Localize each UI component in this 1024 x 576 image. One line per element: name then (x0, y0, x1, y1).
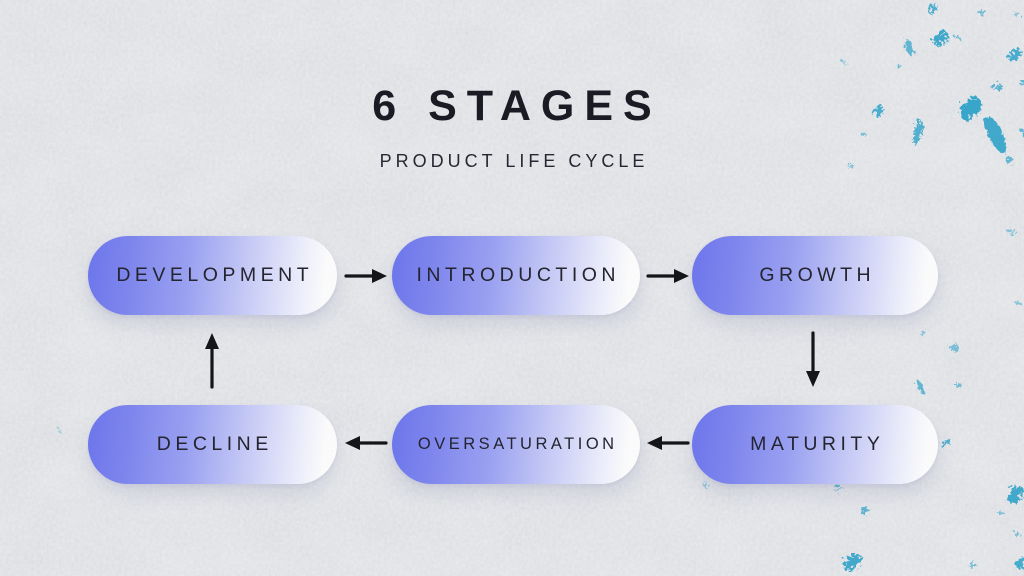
stage-pill-decline: DECLINE (88, 405, 337, 484)
arrow-right-icon (344, 269, 387, 283)
stage-label-growth: GROWTH (759, 264, 876, 286)
stage-pill-growth: GROWTH (692, 236, 938, 315)
arrow-up-icon (205, 333, 219, 389)
stage-label-development: DEVELOPMENT (116, 264, 314, 286)
page-title: 6 STAGES (372, 82, 662, 130)
arrow-left-icon (647, 436, 690, 450)
stage-pill-maturity: MATURITY (692, 405, 938, 484)
stage-label-oversaturation: OVERSATURATION (417, 435, 618, 453)
stage-label-introduction: INTRODUCTION (416, 264, 620, 286)
page-subtitle: PRODUCT LIFE CYCLE (379, 151, 649, 171)
arrow-down-icon (806, 331, 820, 387)
arrow-left-icon (345, 436, 388, 450)
stage-label-maturity: MATURITY (750, 433, 885, 455)
stage-pill-development: DEVELOPMENT (88, 236, 337, 315)
arrow-right-icon (646, 269, 689, 283)
stage-pill-introduction: INTRODUCTION (392, 236, 640, 315)
stage-label-decline: DECLINE (156, 433, 273, 455)
stage-pill-oversaturation: OVERSATURATION (392, 405, 640, 484)
